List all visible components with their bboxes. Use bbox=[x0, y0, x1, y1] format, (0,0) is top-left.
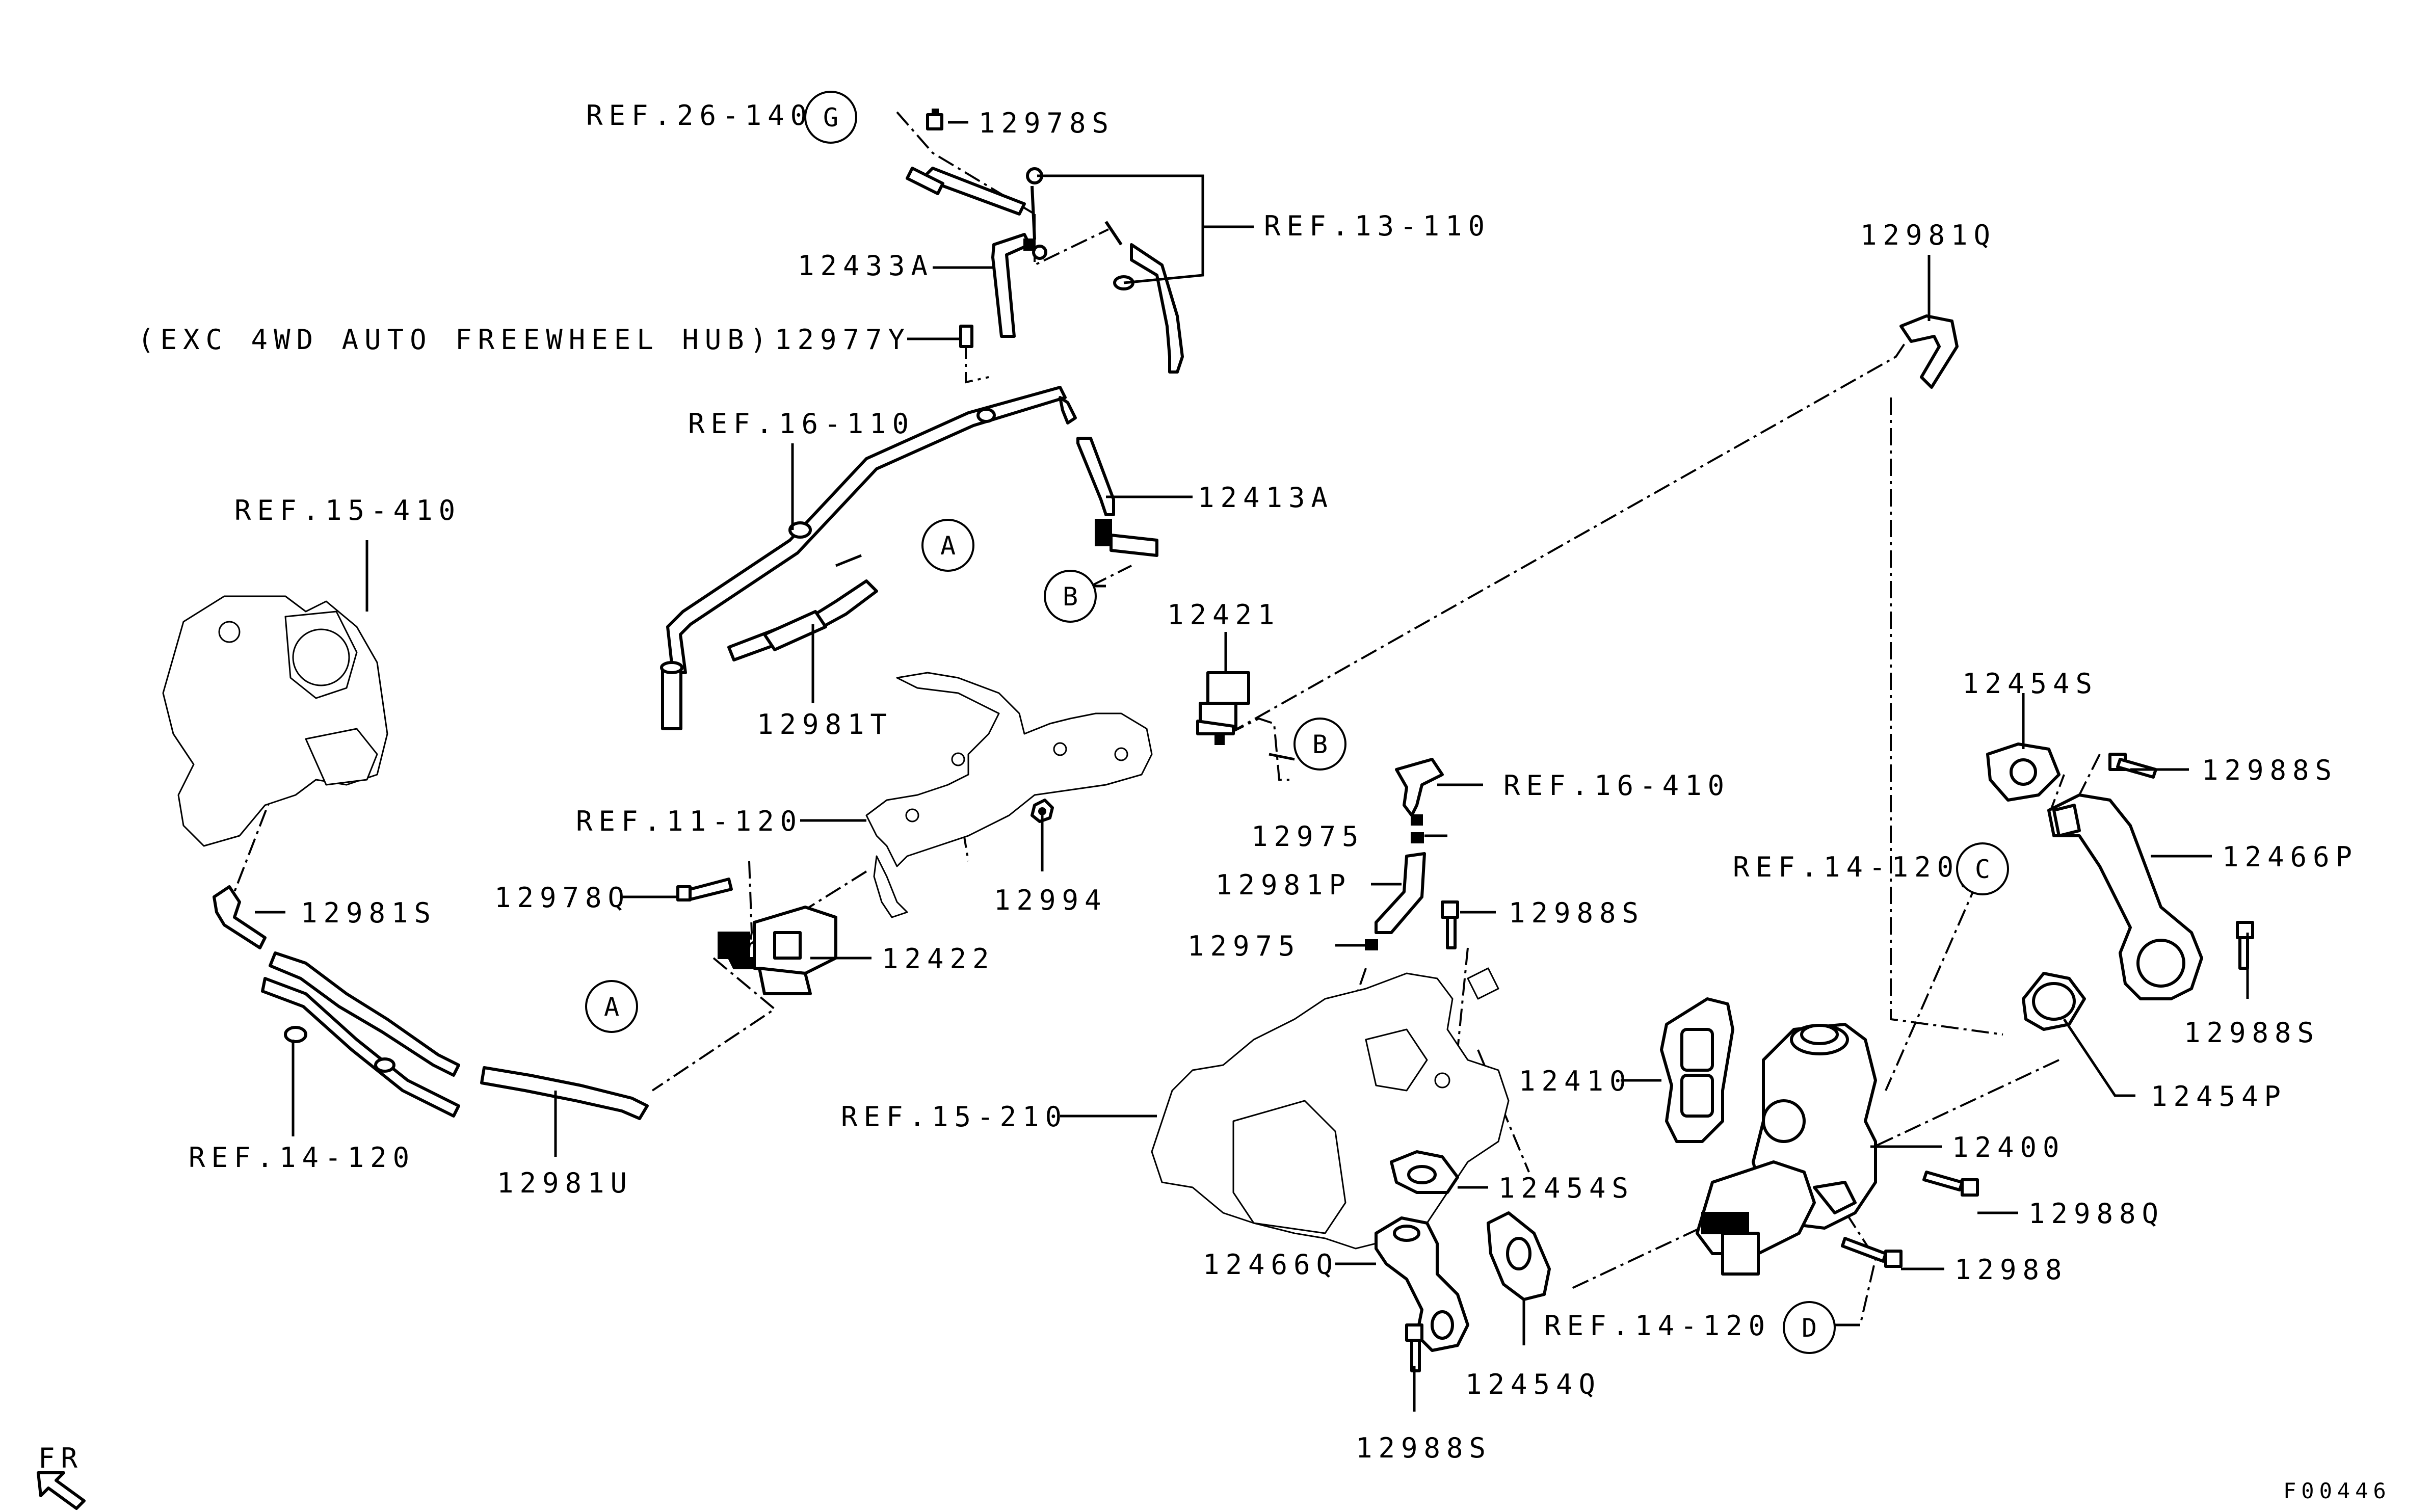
turbocharger-ref-15-410 bbox=[162, 595, 388, 847]
valve-12422 bbox=[718, 906, 837, 995]
callout-g: G bbox=[804, 91, 857, 144]
pipe-ref-16-110 bbox=[660, 386, 1077, 730]
label-12454S-low: 12454S bbox=[1498, 1172, 1634, 1204]
label-ref-16-110: REF.16-110 bbox=[688, 408, 915, 440]
label-ref-15-410: REF.15-410 bbox=[234, 494, 461, 526]
vacuum-line-ref-26-140 bbox=[906, 167, 1026, 216]
figure-code: F00446 bbox=[2283, 1478, 2391, 1503]
hose-12981S bbox=[213, 885, 267, 949]
label-12988S-bottom: 12988S bbox=[1356, 1432, 1492, 1464]
label-12994: 12994 bbox=[994, 884, 1107, 916]
callout-a-upper: A bbox=[921, 519, 974, 572]
label-ref-14-120-d: REF.14-120 bbox=[1544, 1310, 1771, 1342]
gasket-12454S-top bbox=[1986, 742, 2061, 802]
label-12454P: 12454P bbox=[2151, 1080, 2287, 1112]
label-12981T: 12981T bbox=[757, 708, 893, 740]
label-12410: 12410 bbox=[1519, 1065, 1632, 1097]
callout-c: C bbox=[1956, 842, 2009, 895]
label-ref-11-120: REF.11-120 bbox=[576, 805, 803, 837]
label-12981S: 12981S bbox=[301, 897, 437, 929]
svg-text:B: B bbox=[1312, 730, 1328, 759]
bracket-ref-13-110 bbox=[1026, 167, 1184, 374]
label-ref-13-110: REF.13-110 bbox=[1264, 210, 1491, 242]
label-12988S-top: 12988S bbox=[2202, 754, 2338, 786]
label-12454Q: 12454Q bbox=[1465, 1368, 1601, 1400]
label-12988: 12988 bbox=[1954, 1254, 2068, 1286]
label-12975-lower: 12975 bbox=[1187, 930, 1301, 962]
clip-12975-upper bbox=[1411, 832, 1424, 843]
label-12988Q: 12988Q bbox=[2028, 1198, 2164, 1230]
svg-text:A: A bbox=[940, 531, 956, 561]
callout-a-lower: A bbox=[585, 980, 638, 1033]
front-arrow-icon bbox=[37, 1471, 86, 1510]
gasket-12410 bbox=[1660, 997, 1734, 1143]
svg-text:C: C bbox=[1975, 855, 1990, 884]
solenoid-12421 bbox=[1196, 671, 1250, 745]
bolt-12988S-bottom bbox=[1405, 1323, 1423, 1372]
label-12421: 12421 bbox=[1167, 599, 1281, 631]
gasket-12454S-low bbox=[1390, 1150, 1459, 1194]
svg-text:A: A bbox=[604, 992, 619, 1022]
label-fr: FR bbox=[38, 1442, 84, 1474]
pipe-ref-14-120-left bbox=[261, 951, 460, 1118]
label-12981U: 12981U bbox=[497, 1167, 633, 1199]
egr-valve-12400 bbox=[1696, 1023, 1877, 1276]
hose-12981P bbox=[1375, 852, 1426, 934]
gasket-12454P bbox=[2022, 972, 2086, 1031]
label-12413A: 12413A bbox=[1198, 482, 1334, 514]
label-ref-14-120-left: REF.14-120 bbox=[189, 1142, 415, 1174]
hose-12981Q bbox=[1899, 314, 1959, 389]
hose-12413A bbox=[1076, 437, 1158, 557]
pipe-12466Q bbox=[1375, 1216, 1469, 1352]
bolt-12978S bbox=[926, 109, 943, 130]
label-12988S-mid: 12988S bbox=[1509, 897, 1645, 929]
label-12975-upper: 12975 bbox=[1251, 820, 1365, 853]
label-12400: 12400 bbox=[1952, 1131, 2066, 1163]
label-12981Q: 12981Q bbox=[1860, 219, 1996, 251]
callout-b-right: B bbox=[1293, 718, 1346, 771]
label-12466Q: 12466Q bbox=[1203, 1249, 1339, 1281]
label-12466P: 12466P bbox=[2222, 841, 2358, 873]
label-ref-15-210: REF.15-210 bbox=[841, 1101, 1068, 1133]
part-labels: REF.26-140 12978S REF.13-110 12433A (EXC… bbox=[38, 99, 2391, 1503]
label-12433A: 12433A bbox=[798, 250, 934, 282]
callout-d: D bbox=[1783, 1301, 1836, 1354]
pipe-12466P bbox=[2047, 793, 2203, 1000]
label-12981P: 12981P bbox=[1216, 869, 1352, 901]
label-12988S-right: 12988S bbox=[2184, 1017, 2320, 1049]
svg-text:B: B bbox=[1063, 582, 1078, 612]
hose-12981T bbox=[727, 579, 878, 661]
label-12978Q: 12978Q bbox=[494, 882, 630, 914]
bolt-12988S-top bbox=[2108, 753, 2157, 779]
bolt-12988Q bbox=[1922, 1171, 1979, 1197]
sensor-ref-16-410 bbox=[1395, 758, 1444, 826]
label-ref-16-410: REF.16-410 bbox=[1503, 770, 1730, 802]
bracket-ref-11-120 bbox=[865, 672, 1153, 918]
hose-12981U bbox=[480, 1066, 649, 1120]
svg-text:D: D bbox=[1802, 1313, 1817, 1343]
bolt-12988S-right bbox=[2236, 921, 2254, 970]
gasket-12454Q bbox=[1487, 1211, 1551, 1301]
svg-text:G: G bbox=[823, 103, 838, 132]
label-12454S-top: 12454S bbox=[1962, 668, 2098, 700]
note-exc-4wd: (EXC 4WD AUTO FREEWHEEL HUB) bbox=[138, 324, 773, 356]
bolt-12978Q bbox=[676, 878, 733, 901]
label-12977Y: 12977Y bbox=[775, 324, 911, 356]
hose-12433A bbox=[991, 233, 1036, 338]
label-12978S: 12978S bbox=[979, 107, 1115, 139]
label-ref-14-120-c: REF.14-120 bbox=[1733, 851, 1960, 883]
callout-b-left: B bbox=[1044, 570, 1097, 623]
bolt-12988 bbox=[1841, 1237, 1903, 1268]
clip-12975-lower bbox=[1365, 939, 1378, 950]
label-ref-26-140: REF.26-140 bbox=[586, 99, 813, 131]
label-12422: 12422 bbox=[882, 943, 995, 975]
manifold-ref-15-210 bbox=[1151, 967, 1510, 1250]
bolt-12988S-mid bbox=[1441, 900, 1459, 949]
nut-12994 bbox=[1031, 799, 1054, 823]
clip-12977Y bbox=[959, 325, 973, 348]
